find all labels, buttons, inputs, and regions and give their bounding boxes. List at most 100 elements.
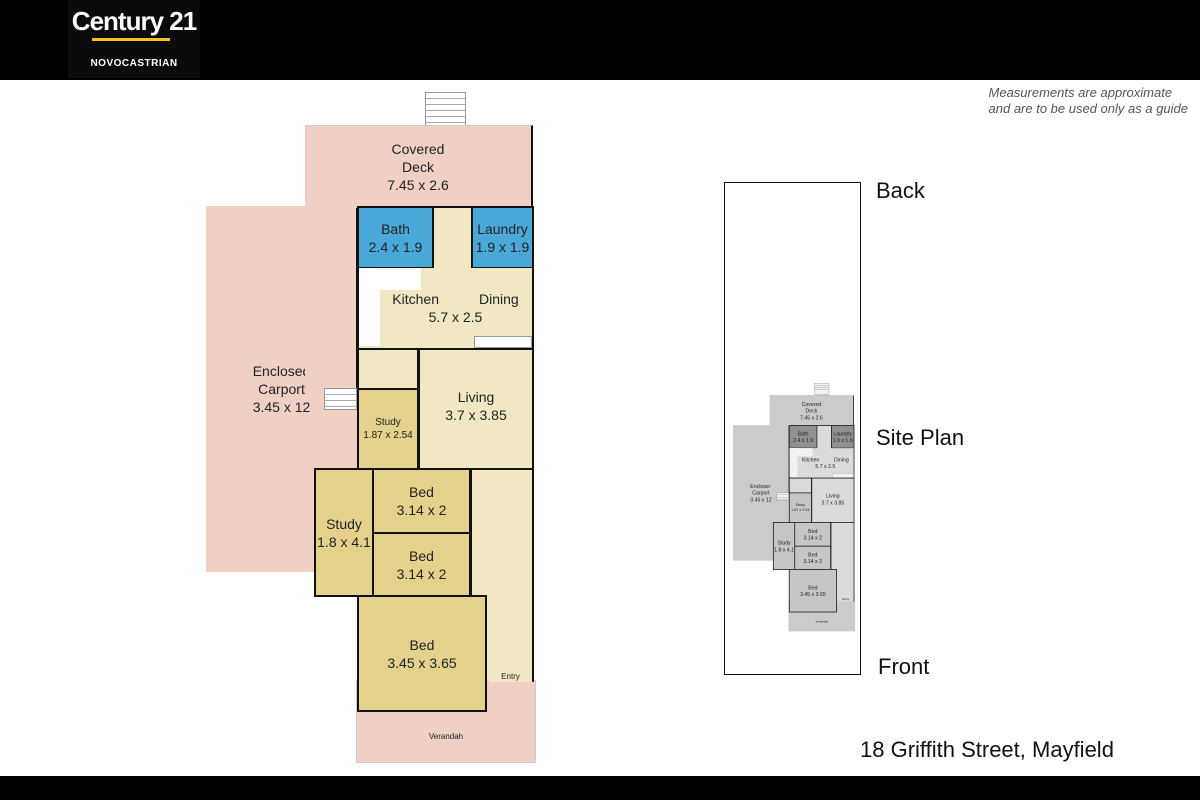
room-size: 3.14 x 2 — [803, 534, 822, 541]
room-name: Bed — [808, 528, 818, 534]
room-name: Study — [795, 503, 806, 508]
room-name: Bed — [808, 584, 818, 591]
room-bed-2: Bed 3.14 x 2 — [372, 532, 471, 597]
site-label-back: Back — [876, 178, 925, 203]
room-name: Enclosed — [252, 363, 311, 379]
room-size: 7.45 x 2.6 — [800, 414, 823, 421]
room-bath: Bath 2.4 x 1.9 — [357, 206, 434, 269]
room-name: Laundry — [833, 430, 853, 437]
room-size: 1.8 x 4.1 — [317, 533, 371, 550]
room-size: 7.45 x 2.6 — [387, 177, 449, 193]
kitchen-counter — [789, 448, 798, 477]
property-address: 18 Griffith Street, Mayfield — [860, 737, 1114, 762]
room-name: Verandah — [815, 619, 829, 624]
floor-plan: Enclosed Carport 3.45 x 12 Covered Deck … — [206, 92, 536, 764]
room-name: Entry — [842, 597, 850, 601]
room-name: Bed — [808, 551, 818, 558]
room-name: Laundry — [477, 220, 528, 237]
kitchen-counter — [789, 448, 813, 457]
room-size: 3.7 x 3.85 — [821, 499, 845, 506]
room-name: Covered — [391, 141, 445, 157]
logo-roof-icon — [92, 38, 170, 50]
room-name: Deck — [402, 159, 434, 175]
fridge-space — [832, 473, 854, 478]
room-bed-2: Bed 3.14 x 2 — [794, 545, 832, 570]
room-name: Study — [777, 539, 791, 546]
room-name: Verandah — [428, 732, 464, 741]
kitchen-counter — [359, 268, 421, 290]
room-study-big: Study 1.8 x 4.1 — [772, 522, 796, 570]
room-size: 1.9 x 1.9 — [475, 238, 530, 255]
side-stairs — [776, 492, 789, 501]
room-name: Carport — [752, 489, 770, 496]
room-bed-3: Bed 3.45 x 3.65 — [357, 595, 487, 712]
room-size: 3.14 x 2 — [396, 565, 447, 582]
room-study-big: Study 1.8 x 4.1 — [314, 468, 374, 597]
room-name: Bath — [381, 220, 410, 237]
fridge-space — [474, 336, 532, 348]
room-name: Deck — [805, 407, 818, 414]
footer-bar — [0, 776, 1200, 800]
room-study-small: Study 1.87 x 2.54 — [788, 492, 812, 523]
room-name: Dining — [479, 291, 519, 307]
hall-rear — [817, 425, 832, 449]
room-covered-deck: Covered Deck 7.45 x 2.6 — [305, 125, 533, 208]
entry: Entry — [489, 658, 534, 682]
room-covered-deck: Covered Deck 7.45 x 2.6 — [769, 395, 854, 426]
site-plan-miniature: Enclosed Carport 3.45 x 12 Covered Deck … — [733, 383, 856, 632]
room-size: 5.7 x 2.5 — [428, 309, 483, 325]
room-size: 3.45 x 12 — [252, 399, 311, 415]
header-bar: Century 21 NOVOCASTRIAN — [0, 0, 1200, 80]
century21-logo: Century 21 NOVOCASTRIAN — [68, 0, 200, 78]
room-kitchen-dining: Kitchen Dining 5.7 x 2.5 — [357, 268, 534, 350]
logo-brand: Century 21 — [71, 6, 197, 36]
logo-subtitle: NOVOCASTRIAN — [90, 58, 178, 69]
room-kitchen-dining: Kitchen Dining 5.7 x 2.5 — [788, 448, 855, 479]
hall-rear — [434, 206, 472, 269]
site-plan-box: Enclosed Carport 3.45 x 12 Covered Deck … — [724, 182, 861, 675]
room-name: Enclosed — [750, 483, 772, 490]
room-laundry: Laundry 1.9 x 1.9 — [471, 206, 534, 269]
room-size: 3.14 x 2 — [803, 558, 822, 565]
room-living: Living 3.7 x 3.85 — [811, 477, 855, 523]
site-plan-title: Site Plan — [876, 425, 965, 450]
room-bed-1: Bed 3.14 x 2 — [372, 468, 471, 534]
room-name: Bed — [409, 636, 435, 653]
room-size: 5.7 x 2.5 — [815, 463, 836, 470]
room-living: Living 3.7 x 3.85 — [418, 348, 534, 470]
room-size: 2.4 x 1.9 — [793, 437, 814, 444]
deck-strip — [305, 207, 358, 388]
room-size: 1.87 x 2.54 — [363, 430, 413, 441]
room-bed-1: Bed 3.14 x 2 — [794, 522, 832, 547]
room-name: Dining — [834, 456, 849, 463]
room-name: Covered — [801, 401, 822, 408]
room-name: Living — [826, 492, 840, 499]
side-stairs — [324, 388, 357, 410]
room-name: Bath — [797, 430, 809, 437]
room-size: 3.45 x 12 — [750, 496, 772, 503]
room-study-small: Study 1.87 x 2.54 — [357, 388, 419, 470]
entry: Entry — [837, 592, 855, 602]
room-size: 3.14 x 2 — [396, 502, 447, 518]
closet — [357, 348, 419, 390]
room-name: Bed — [409, 547, 434, 564]
deck-strip — [769, 425, 790, 493]
room-size: 1.87 x 2.54 — [791, 508, 810, 513]
room-size: 3.45 x 3.65 — [387, 654, 457, 671]
room-name: Entry — [501, 672, 520, 681]
room-name: Kitchen — [392, 291, 439, 307]
room-laundry: Laundry 1.9 x 1.9 — [831, 425, 855, 449]
room-bed-3: Bed 3.45 x 3.65 — [788, 569, 837, 613]
disclaimer: Measurements are approximate and are to … — [989, 85, 1188, 117]
room-size: 2.4 x 1.9 — [368, 238, 423, 255]
room-name: Kitchen — [801, 456, 820, 463]
room-name: Living — [457, 389, 495, 405]
rear-stairs — [425, 92, 466, 126]
disclaimer-line: Measurements are approximate — [988, 85, 1173, 100]
room-bath: Bath 2.4 x 1.9 — [788, 425, 818, 449]
room-size: 1.8 x 4.1 — [774, 546, 794, 553]
room-name: Study — [326, 515, 362, 532]
room-size: 3.7 x 3.85 — [445, 407, 507, 423]
site-label-front: Front — [878, 654, 930, 679]
room-name: Bed — [409, 484, 434, 500]
